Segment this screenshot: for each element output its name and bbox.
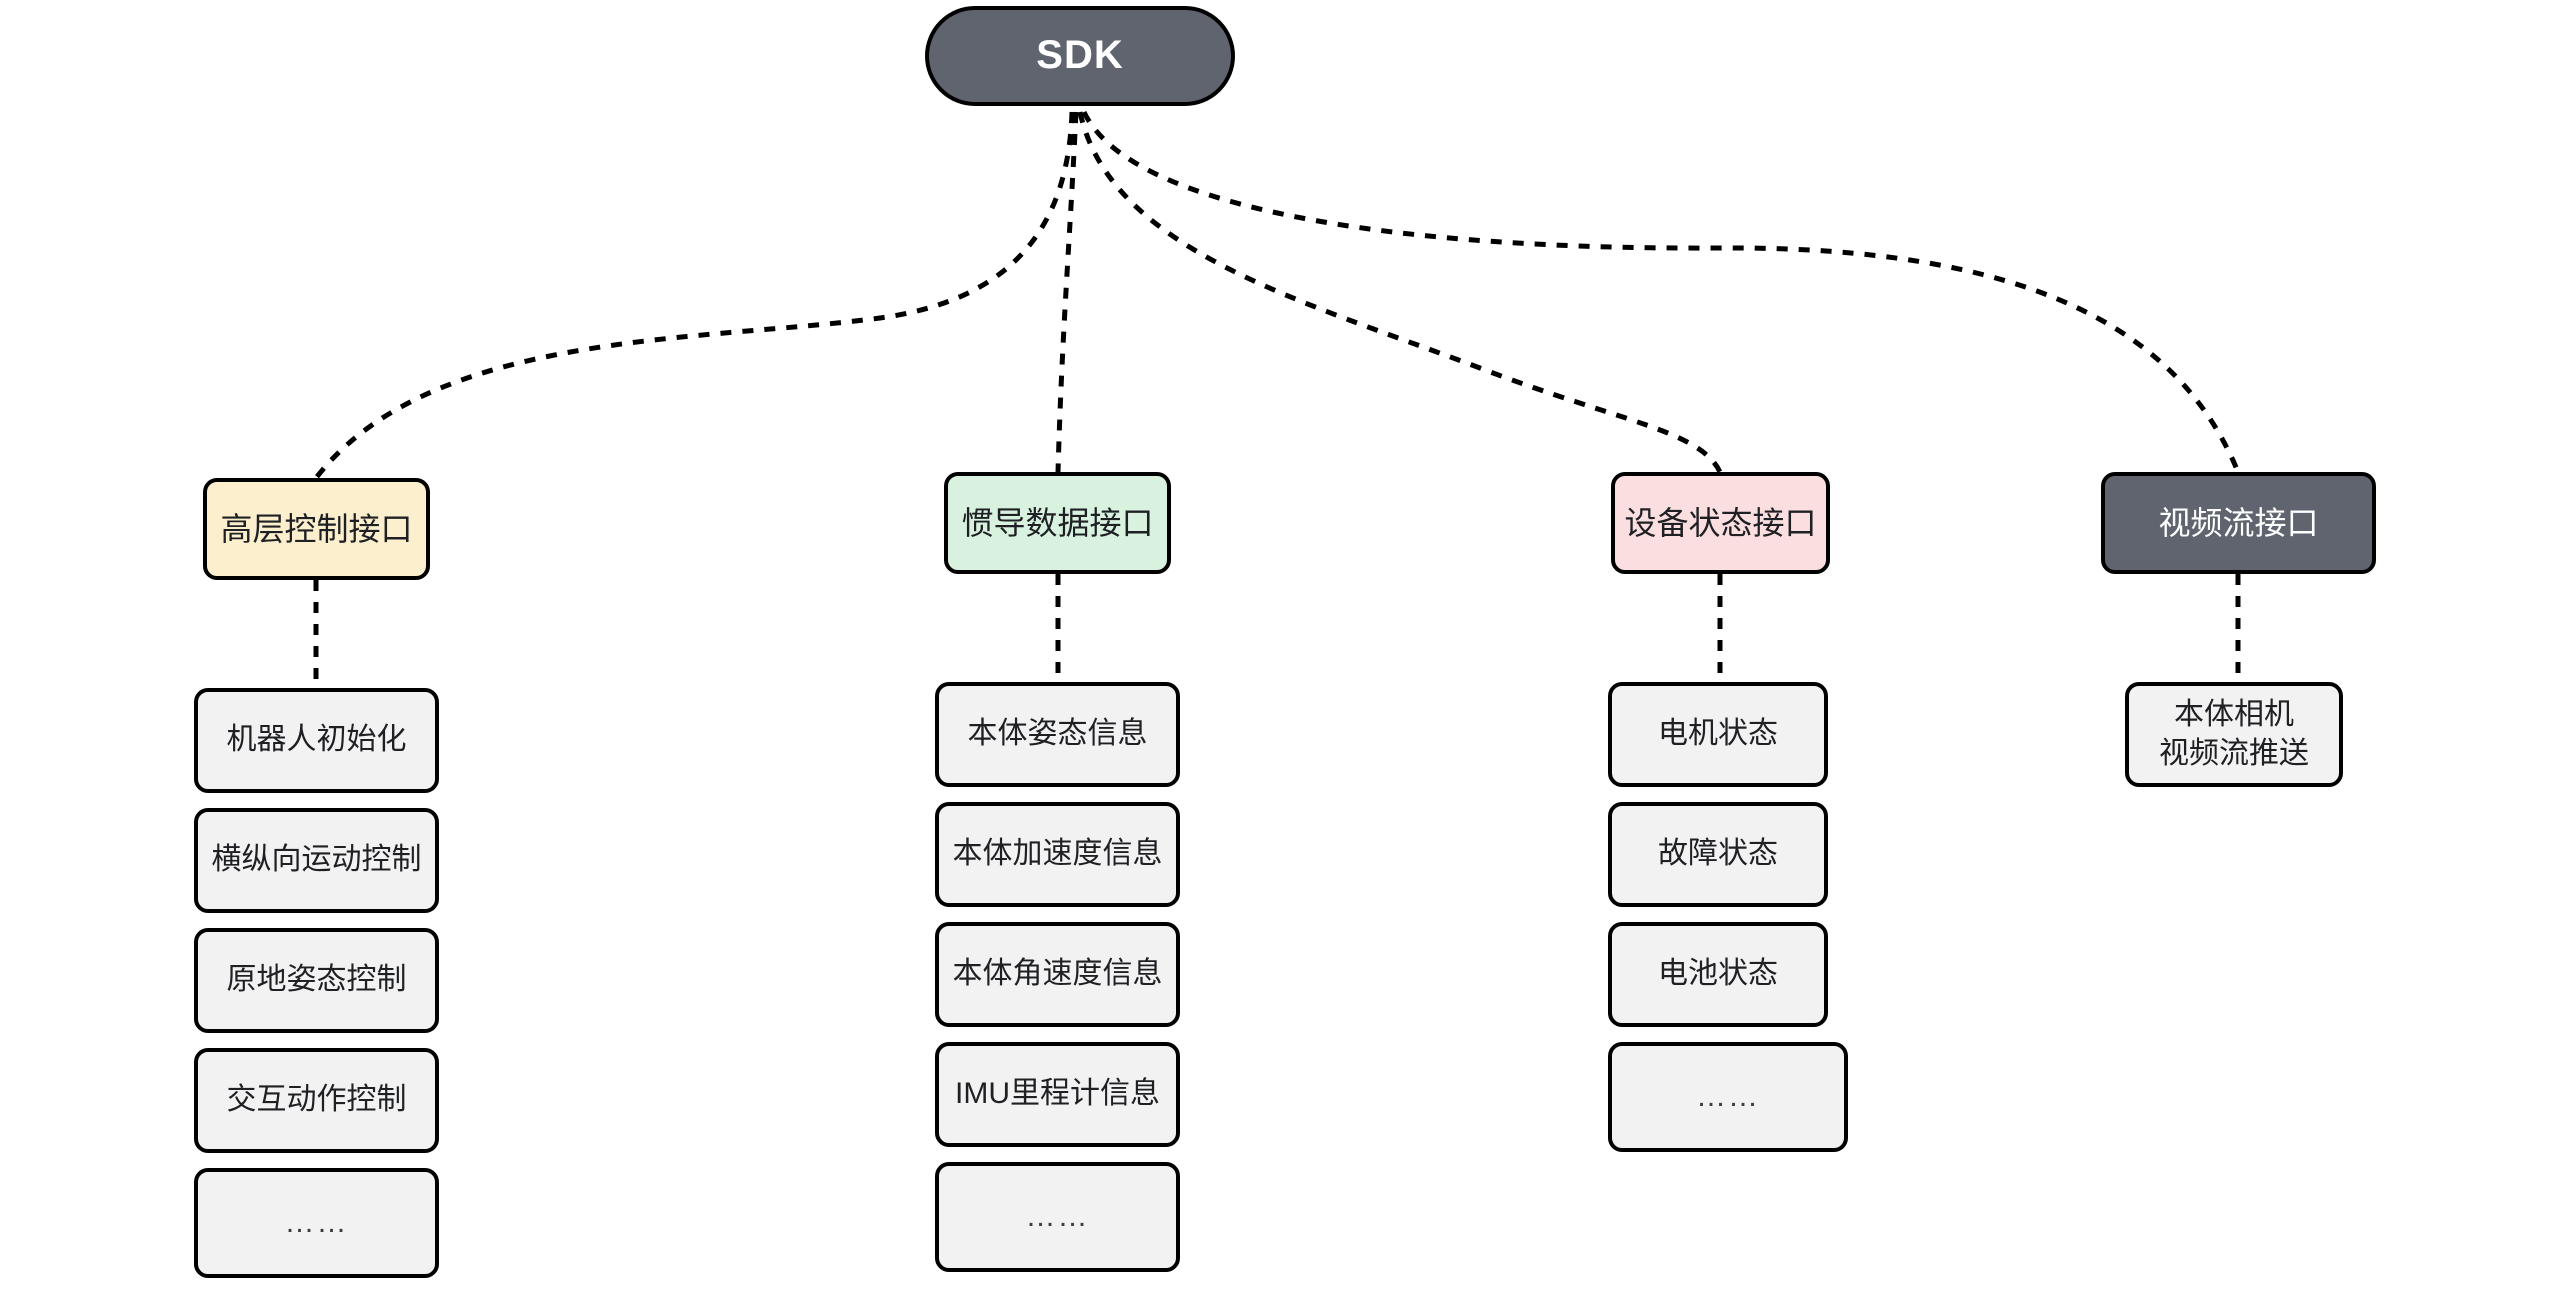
leaf-node[interactable]: 本体加速度信息 [935,802,1180,907]
leaf-node[interactable]: 横纵向运动控制 [194,808,439,913]
leaf-label: …… [1696,1079,1760,1113]
leaf-label: …… [284,1205,349,1239]
leaf-node[interactable]: 本体相机 视频流推送 [2125,682,2343,787]
root-node-sdk[interactable]: SDK [925,6,1235,106]
category-node-high-level-control[interactable]: 高层控制接口 [203,478,430,580]
leaf-node[interactable]: 故障状态 [1608,802,1828,907]
leaf-label: 故障状态 [1658,837,1778,871]
leaf-label: 电机状态 [1658,717,1778,751]
leaf-node[interactable]: IMU里程计信息 [935,1042,1180,1147]
category-node-inertial-navigation-data[interactable]: 惯导数据接口 [944,472,1171,574]
edge-root-to-category [1077,111,1723,474]
leaf-node-ellipsis[interactable]: …… [935,1162,1180,1272]
leaf-label: 机器人初始化 [226,723,407,757]
leaf-node[interactable]: 本体角速度信息 [935,922,1180,1027]
edge-root-to-category [1055,111,1079,473]
leaf-node[interactable]: 本体姿态信息 [935,682,1180,787]
leaf-node[interactable]: 电机状态 [1608,682,1828,787]
category-label: 视频流接口 [2158,504,2319,541]
leaf-node[interactable]: 原地姿态控制 [194,928,439,1033]
category-label: 高层控制接口 [220,510,413,547]
leaf-label: 电池状态 [1658,957,1778,991]
leaf-label: 原地姿态控制 [226,963,407,997]
edge-root-to-category [314,111,1075,480]
category-label: 惯导数据接口 [961,504,1154,541]
leaf-label: 本体角速度信息 [952,957,1163,991]
category-node-video-stream[interactable]: 视频流接口 [2101,472,2376,574]
category-node-device-status[interactable]: 设备状态接口 [1611,472,1830,574]
leaf-label: 本体相机 视频流推送 [2159,698,2309,770]
leaf-node[interactable]: 机器人初始化 [194,688,439,793]
leaf-label: 横纵向运动控制 [211,843,422,877]
leaf-label: IMU里程计信息 [955,1077,1160,1111]
root-node-label: SDK [1036,33,1124,78]
leaf-node[interactable]: 交互动作控制 [194,1048,439,1153]
leaf-label: …… [1025,1199,1090,1233]
leaf-node[interactable]: 电池状态 [1608,922,1828,1027]
leaf-node-ellipsis[interactable]: …… [194,1168,439,1278]
leaf-label: 本体姿态信息 [967,717,1148,751]
category-label: 设备状态接口 [1624,504,1817,541]
leaf-label: 本体加速度信息 [952,837,1163,871]
leaf-label: 交互动作控制 [226,1083,407,1117]
leaf-node-ellipsis[interactable]: …… [1608,1042,1848,1152]
edge-root-to-category [1081,110,2241,473]
